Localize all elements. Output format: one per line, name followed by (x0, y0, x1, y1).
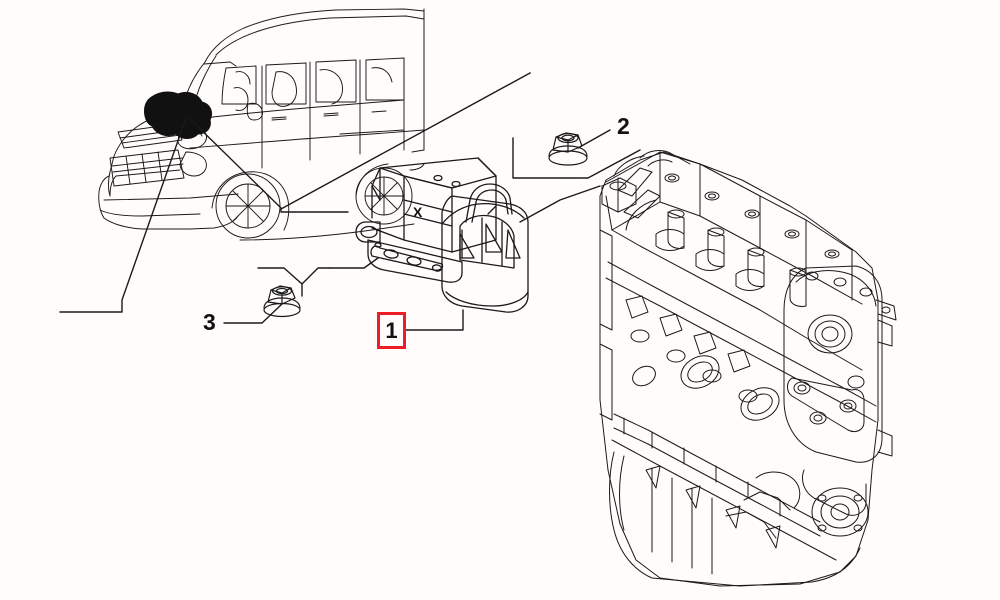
vehicle-outline (98, 8, 425, 241)
callout-label-1-highlighted: 1 (377, 312, 406, 349)
mount-location-marker (144, 91, 213, 139)
callout-label-3: 3 (203, 309, 216, 335)
callout-label-1-text: 1 (385, 317, 398, 343)
flange-nut-upper (548, 132, 588, 166)
engine-block (599, 150, 897, 587)
leader-lines (59, 72, 531, 313)
orientation-mark-x: X (413, 204, 423, 220)
leader-item1-bracket (257, 257, 379, 297)
leader-item3 (223, 303, 283, 324)
leader-item2 (512, 129, 641, 179)
flange-nut-lower (263, 285, 301, 318)
leader-item1 (405, 309, 464, 331)
leader-mount-to-engine (519, 185, 601, 223)
engine-mount (355, 157, 529, 313)
callout-label-2: 2 (617, 113, 630, 139)
